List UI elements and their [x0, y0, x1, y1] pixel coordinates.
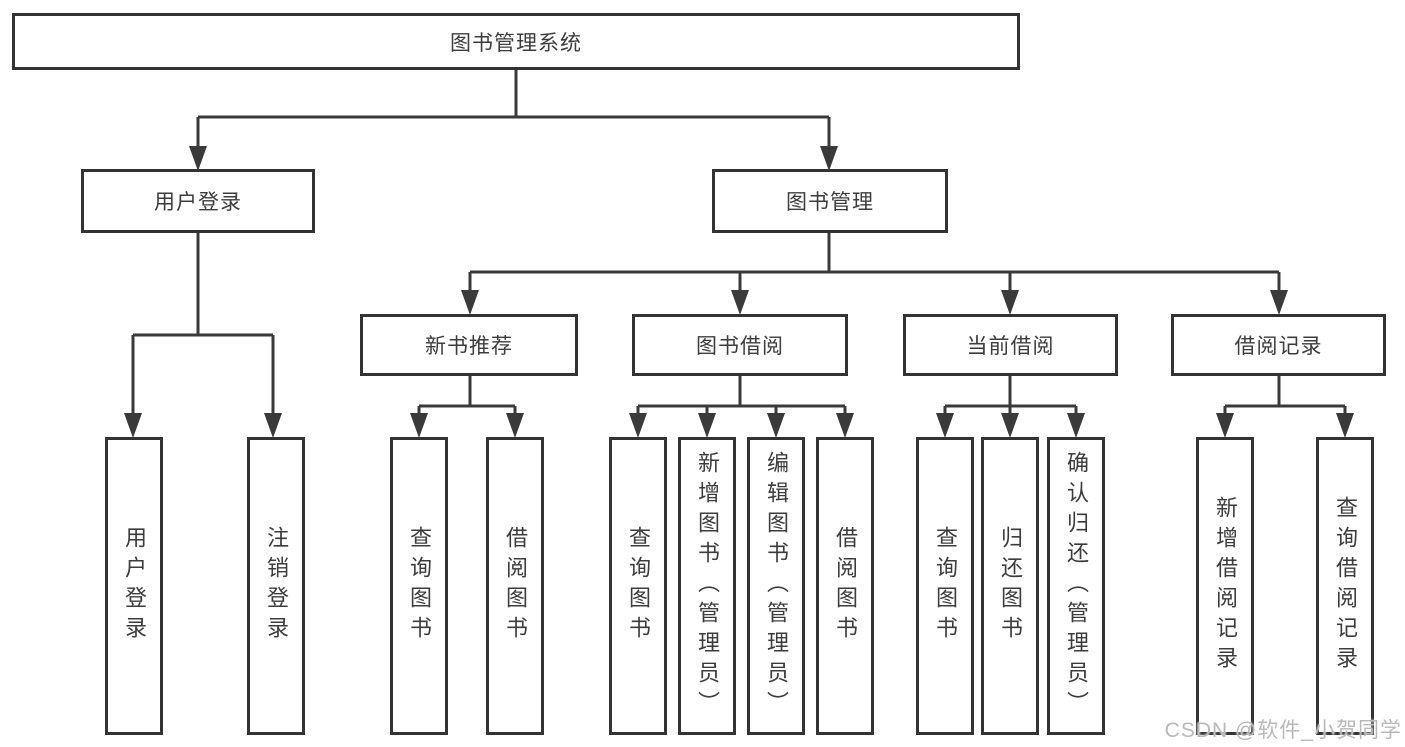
- leaf-bb-edit-book-admin: 编辑图书（管理员）: [747, 437, 805, 735]
- node-label: 当前借阅: [966, 335, 1055, 358]
- node-current-borrow: 当前借阅: [903, 314, 1118, 376]
- connector-current-borrow-to-leaves: [936, 374, 1085, 438]
- node-book-management: 图书管理: [712, 169, 948, 233]
- leaf-br-add-record: 新增借阅记录: [1196, 437, 1254, 735]
- node-borrow-records: 借阅记录: [1171, 314, 1386, 376]
- node-root: 图书管理系统: [12, 13, 1020, 70]
- node-label: 查询图书: [933, 526, 958, 646]
- node-label: 新书推荐: [425, 335, 513, 358]
- leaf-bb-borrow-book: 借阅图书: [816, 437, 874, 735]
- node-label: 确认归还（管理员）: [1064, 451, 1089, 721]
- node-label: 注销登录: [264, 526, 289, 646]
- node-label: 查询借阅记录: [1333, 496, 1358, 676]
- leaf-cb-confirm-return-admin: 确认归还（管理员）: [1047, 437, 1105, 735]
- node-label: 图书管理: [786, 191, 874, 214]
- node-label: 查询图书: [626, 526, 651, 646]
- leaf-logout: 注销登录: [247, 437, 305, 735]
- node-label: 归还图书: [998, 526, 1023, 646]
- connector-book-management-to-level3: [461, 231, 1288, 315]
- csdn-watermark: CSDN @软件_小贺同学: [1164, 719, 1402, 742]
- leaf-bb-query-book: 查询图书: [609, 437, 667, 735]
- node-label: 借阅记录: [1234, 335, 1323, 358]
- node-label: 图书管理系统: [450, 31, 582, 55]
- node-label: 编辑图书（管理员）: [764, 451, 789, 721]
- connector-user-login-to-leaves: [124, 231, 282, 438]
- node-label: 新增图书（管理员）: [695, 451, 720, 721]
- connector-new-book-recommend-to-leaves: [410, 374, 524, 438]
- connector-root-to-level2: [189, 68, 838, 171]
- node-label: 用户登录: [154, 191, 242, 214]
- connector-borrow-records-to-leaves: [1216, 374, 1354, 438]
- node-label: 借阅图书: [503, 526, 528, 646]
- node-book-borrow: 图书借阅: [632, 314, 848, 376]
- leaf-user-login: 用户登录: [105, 437, 163, 735]
- node-user-login: 用户登录: [81, 169, 315, 233]
- connector-book-borrow-to-leaves: [629, 374, 854, 438]
- node-label: 借阅图书: [833, 526, 858, 646]
- leaf-bb-add-book-admin: 新增图书（管理员）: [678, 437, 736, 735]
- node-label: 用户登录: [122, 526, 147, 646]
- leaf-cb-query-book: 查询图书: [916, 437, 974, 735]
- node-label: 查询图书: [407, 526, 432, 646]
- node-label: 新增借阅记录: [1213, 496, 1238, 676]
- leaf-br-query-record: 查询借阅记录: [1316, 437, 1374, 735]
- node-label: 图书借阅: [696, 335, 784, 358]
- leaf-nb-borrow-book: 借阅图书: [486, 437, 544, 735]
- leaf-cb-return-book: 归还图书: [981, 437, 1039, 735]
- node-new-book-recommend: 新书推荐: [360, 314, 578, 376]
- leaf-nb-query-book: 查询图书: [390, 437, 448, 735]
